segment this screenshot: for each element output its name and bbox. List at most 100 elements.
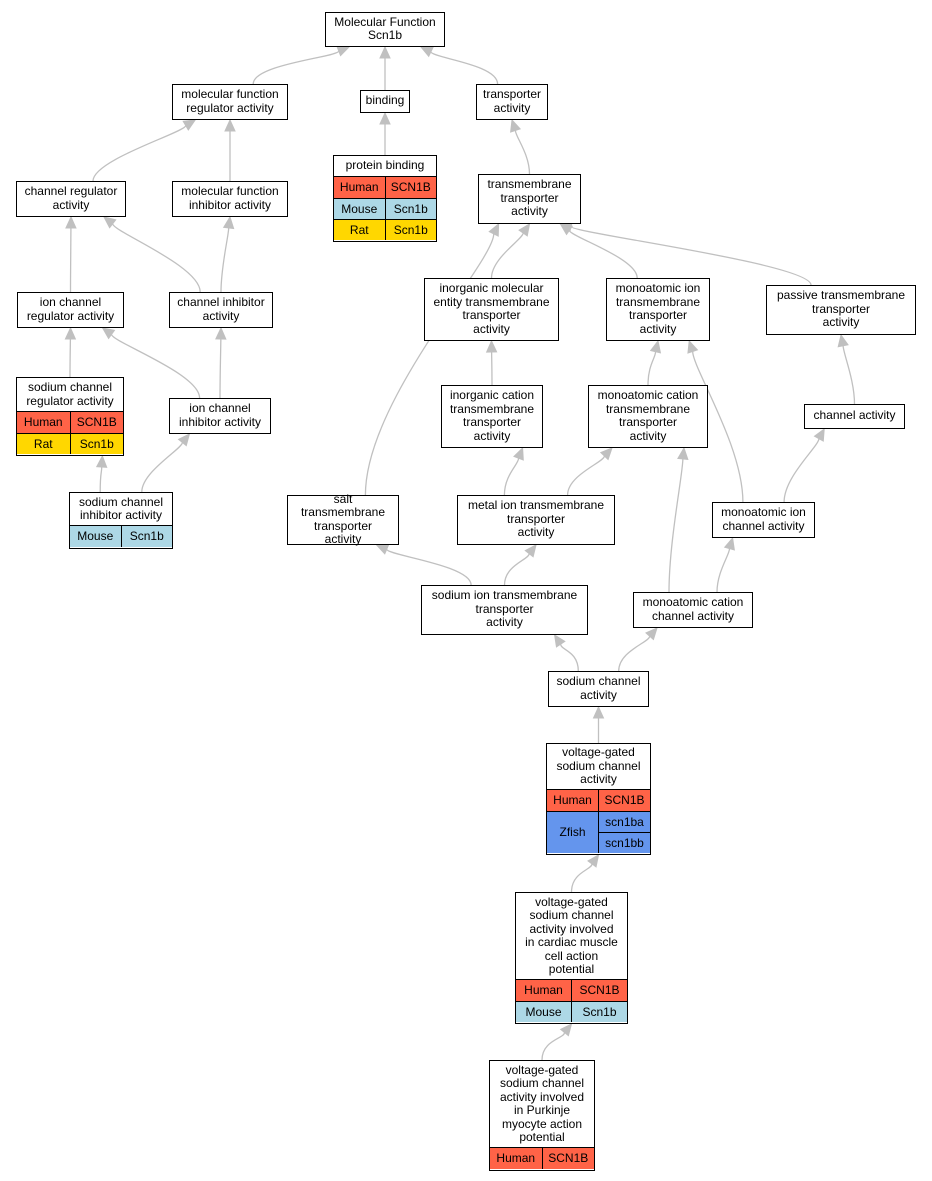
go-term-label: molecular function regulator activity (181, 87, 279, 115)
gene-symbol[interactable]: scn1bb (599, 832, 650, 853)
species-label: Human (524, 983, 563, 998)
arrowhead-nach-to-monocatch (645, 627, 658, 641)
go-term-node-vgpurk[interactable]: voltage-gated sodium channel activity in… (489, 1060, 595, 1171)
go-term-node-inorgcat[interactable]: inorganic cation transmembrane transport… (441, 385, 543, 448)
arrowhead-vgcard-to-vgnach (587, 854, 600, 868)
go-term-node-binding[interactable]: binding (360, 90, 410, 113)
edge-mfreg-to-mf (252, 50, 340, 85)
edge-chact-to-passive (842, 345, 856, 405)
arrowhead-metal-to-monocat (599, 447, 613, 461)
go-term-node-ionchreg[interactable]: ion channel regulator activity (17, 292, 124, 328)
species-row-human: Human SCN1B (490, 1148, 595, 1170)
go-term-node-chinh[interactable]: channel inhibitor activity (169, 292, 273, 328)
arrowhead-ionchreg-to-chreg (65, 215, 77, 229)
arrowhead-binding-to-mf (379, 45, 391, 59)
species-label: Mouse (525, 1004, 562, 1019)
edge-chinh-to-chreg (112, 223, 201, 293)
go-term-label: molecular function inhibitor activity (181, 184, 279, 212)
gene-symbol[interactable]: SCN1B (541, 1148, 595, 1170)
go-term-label: protein binding (334, 156, 436, 178)
go-term-node-monocatch[interactable]: monoatomic cation channel activity (633, 592, 753, 628)
go-term-label: binding (365, 93, 405, 108)
edge-passive-to-tmtransp (570, 225, 812, 286)
go-term-node-mfreg[interactable]: molecular function regulator activity (172, 84, 288, 120)
edge-monocatch-to-monocat (668, 458, 684, 593)
go-term-node-nach[interactable]: sodium channel activity (548, 671, 649, 707)
edge-sodium-to-salt (386, 548, 472, 586)
species-row-mouse: Mouse Scn1b (516, 1001, 627, 1023)
edge-chinh-to-mfinh (220, 227, 230, 293)
go-term-node-mf[interactable]: Molecular Function Scn1b (325, 12, 445, 47)
edge-nachinh-to-nachreg (99, 466, 103, 493)
arrowhead-nachinh-to-nachreg (95, 454, 108, 468)
go-term-node-sodium[interactable]: sodium ion transmembrane transporter act… (421, 585, 588, 635)
gene-symbol[interactable]: Scn1b (384, 199, 437, 220)
arrowhead-monocatch-to-monocat (677, 446, 689, 461)
go-term-node-ionchinh[interactable]: ion channel inhibitor activity (169, 398, 271, 434)
go-term-label: channel inhibitor activity (177, 295, 265, 323)
arrowhead-protbind-to-binding (379, 111, 391, 125)
go-term-node-metal[interactable]: metal ion transmembrane transporter acti… (457, 495, 615, 545)
go-term-label: sodium channel inhibitor activity (70, 493, 172, 527)
edge-vgpurk-to-vgcard (541, 1032, 566, 1061)
gene-symbol[interactable]: Scn1b (69, 434, 124, 455)
gene-symbol[interactable]: SCN1B (598, 790, 650, 812)
edge-transp-to-mf (430, 51, 499, 85)
edge-metal-to-monocat (566, 455, 606, 496)
go-term-node-monocat[interactable]: monoatomic cation transmembrane transpor… (588, 385, 708, 448)
go-term-node-mfinh[interactable]: molecular function inhibitor activity (172, 181, 288, 217)
gene-symbol[interactable]: Scn1b (120, 526, 173, 548)
go-term-node-monoion[interactable]: monoatomic ion transmembrane transporter… (606, 278, 710, 341)
edge-sodium-to-metal (503, 553, 530, 586)
gene-symbol[interactable]: SCN1B (571, 980, 627, 1002)
go-term-node-tmtransp[interactable]: transmembrane transporter activity (478, 174, 581, 224)
species-row-mouse: Mouse Scn1b (334, 198, 437, 220)
edge-tmtransp-to-transp (514, 130, 531, 175)
go-term-node-inorgmol[interactable]: inorganic molecular entity transmembrane… (424, 278, 559, 341)
species-label: Mouse (341, 201, 378, 216)
go-term-node-vgcard[interactable]: voltage-gated sodium channel activity in… (515, 892, 628, 1024)
go-term-node-monoionch[interactable]: monoatomic ion channel activity (712, 502, 815, 538)
go-term-node-chreg[interactable]: channel regulator activity (16, 181, 126, 217)
go-term-node-salt[interactable]: salt transmembrane transporter activity (287, 492, 399, 546)
arrowhead-transp-to-mf (419, 46, 434, 58)
edge-vgcard-to-vgnach (570, 863, 593, 893)
arrowhead-ionchinh-to-chinh (215, 326, 227, 340)
go-term-label: channel regulator activity (24, 184, 118, 212)
go-term-node-transp[interactable]: transporter activity (476, 84, 548, 120)
arrowhead-monocatch-to-monoionch (723, 536, 735, 551)
edge-monoion-to-tmtransp (568, 229, 638, 279)
go-term-label: voltage-gated sodium channel activity in… (516, 893, 627, 981)
gene-symbol[interactable]: Scn1b (571, 1002, 627, 1023)
go-term-label: voltage-gated sodium channel activity (547, 744, 650, 791)
edge-monoionch-to-monoion (692, 351, 744, 503)
gene-symbol[interactable]: scn1ba (605, 814, 644, 829)
arrowhead-monocat-to-monoion (649, 339, 662, 354)
arrowhead-nach-to-sodium (553, 633, 566, 648)
go-term-label: ion channel inhibitor activity (178, 401, 262, 429)
go-term-label: channel activity (813, 408, 896, 423)
species-row-human: Human SCN1B (516, 980, 627, 1002)
go-term-label: metal ion transmembrane transporter acti… (467, 498, 605, 540)
go-term-label: inorganic cation transmembrane transport… (449, 388, 535, 443)
gene-symbol[interactable]: SCN1B (69, 412, 124, 434)
edge-monoionch-to-chact (783, 438, 820, 503)
go-term-label: transporter activity (482, 87, 542, 115)
go-term-node-chact[interactable]: channel activity (804, 404, 905, 429)
edge-metal-to-inorgcat (503, 458, 520, 496)
gene-symbol[interactable]: Scn1b (384, 220, 437, 241)
go-term-label: voltage-gated sodium channel activity in… (490, 1061, 594, 1149)
go-term-node-passive[interactable]: passive transmembrane transporter activi… (766, 285, 916, 335)
gene-symbol[interactable]: SCN1B (384, 177, 437, 199)
species-label: Human (496, 1151, 536, 1166)
edge-ionchinh-to-chinh (219, 338, 222, 399)
